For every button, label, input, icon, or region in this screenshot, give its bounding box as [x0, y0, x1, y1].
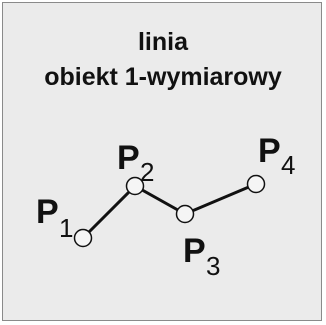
label-p2-letter: P [117, 139, 140, 177]
polyline [81, 182, 257, 240]
vertex-p1 [73, 228, 93, 248]
vertex-p3 [175, 204, 195, 224]
vertex-p2 [125, 176, 145, 196]
diagram-subtitle: obiekt 1-wymiarowy [44, 63, 282, 91]
diagram-title: linia [137, 28, 188, 56]
vertex-p4 [246, 174, 266, 194]
label-p4-index: 4 [281, 150, 295, 180]
label-p3-letter: P [183, 232, 206, 270]
label-p3-index: 3 [206, 251, 220, 281]
label-p2-index: 2 [140, 157, 154, 187]
label-p4-letter: P [258, 132, 281, 170]
diagram-panel [2, 2, 322, 321]
label-p1-index: 1 [59, 213, 73, 243]
label-p1-letter: P [36, 193, 59, 231]
